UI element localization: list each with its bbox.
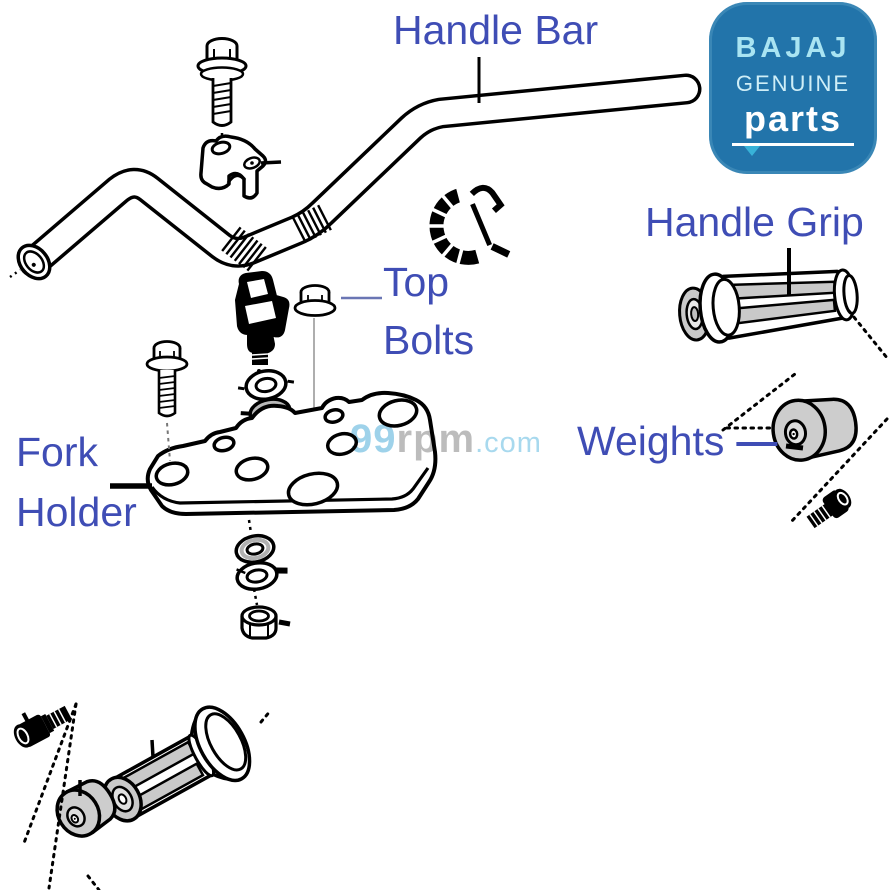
fork-holder-label-line1: Fork	[16, 429, 98, 475]
handle-bar-drawing	[9, 73, 702, 281]
weight-bolt-left-drawing	[13, 705, 72, 748]
top-bolts-label: Top Bolts	[383, 262, 474, 378]
knurl-band-right-icon	[292, 204, 332, 244]
top-bolts-label-line2: Bolts	[383, 317, 475, 363]
throttle-grip-drawing	[102, 705, 252, 823]
hex-nut-drawing	[240, 605, 291, 640]
handle-grip-drawing	[678, 268, 859, 344]
watermark-prefix: 99	[350, 417, 397, 461]
bajaj-genuine-parts-badge: BAJAJ GENUINE parts	[709, 2, 877, 174]
knurl-band-left-icon	[221, 226, 267, 272]
flange-bolt-drawing	[145, 340, 189, 462]
fork-holder-label: Fork Holder	[16, 432, 137, 552]
watermark-mid: rpm	[396, 417, 476, 461]
riser-stud-drawing	[235, 271, 290, 373]
bar-end-weight-drawing	[771, 397, 858, 462]
watermark: 99rpm.com	[350, 417, 542, 462]
top-bolts-label-line1: Top	[383, 259, 450, 305]
plain-washer-drawing	[237, 369, 295, 401]
tab-washer-drawing	[235, 560, 288, 592]
weights-label-dash: —	[736, 418, 778, 464]
assembly-dotted-lines	[22, 309, 890, 890]
handle-bar-label: Handle Bar	[393, 7, 599, 53]
handle-grip-label: Handle Grip	[645, 199, 864, 245]
weights-leader	[785, 443, 804, 451]
badge-underline	[732, 143, 854, 156]
cable-clip-drawing	[427, 184, 511, 268]
bar-end-opening-icon	[16, 243, 52, 281]
fork-holder-plate-drawing	[145, 390, 438, 516]
fork-holder-label-line2: Holder	[16, 489, 137, 535]
grip-leader-stub	[150, 739, 155, 758]
badge-brand-text: BAJAJ	[735, 32, 851, 64]
badge-parts-text: parts	[743, 98, 843, 139]
watermark-suffix: .com	[475, 427, 542, 459]
clamp-bolt-drawing	[196, 37, 248, 180]
badge-genuine-text: GENUINE	[735, 71, 851, 96]
weight-bolt-drawing	[806, 488, 852, 529]
weights-label: Weights—	[577, 418, 778, 464]
handlebar-clamp-drawing	[199, 134, 282, 200]
badge-chevron-icon	[744, 146, 760, 156]
lock-washer-drawing	[234, 533, 276, 565]
